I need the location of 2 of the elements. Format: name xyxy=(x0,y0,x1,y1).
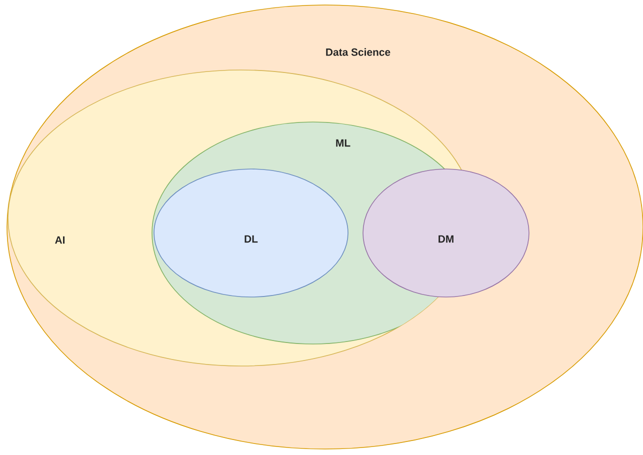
ellipse-region: DL xyxy=(154,168,348,298)
ellipse-region: DM xyxy=(362,168,530,298)
